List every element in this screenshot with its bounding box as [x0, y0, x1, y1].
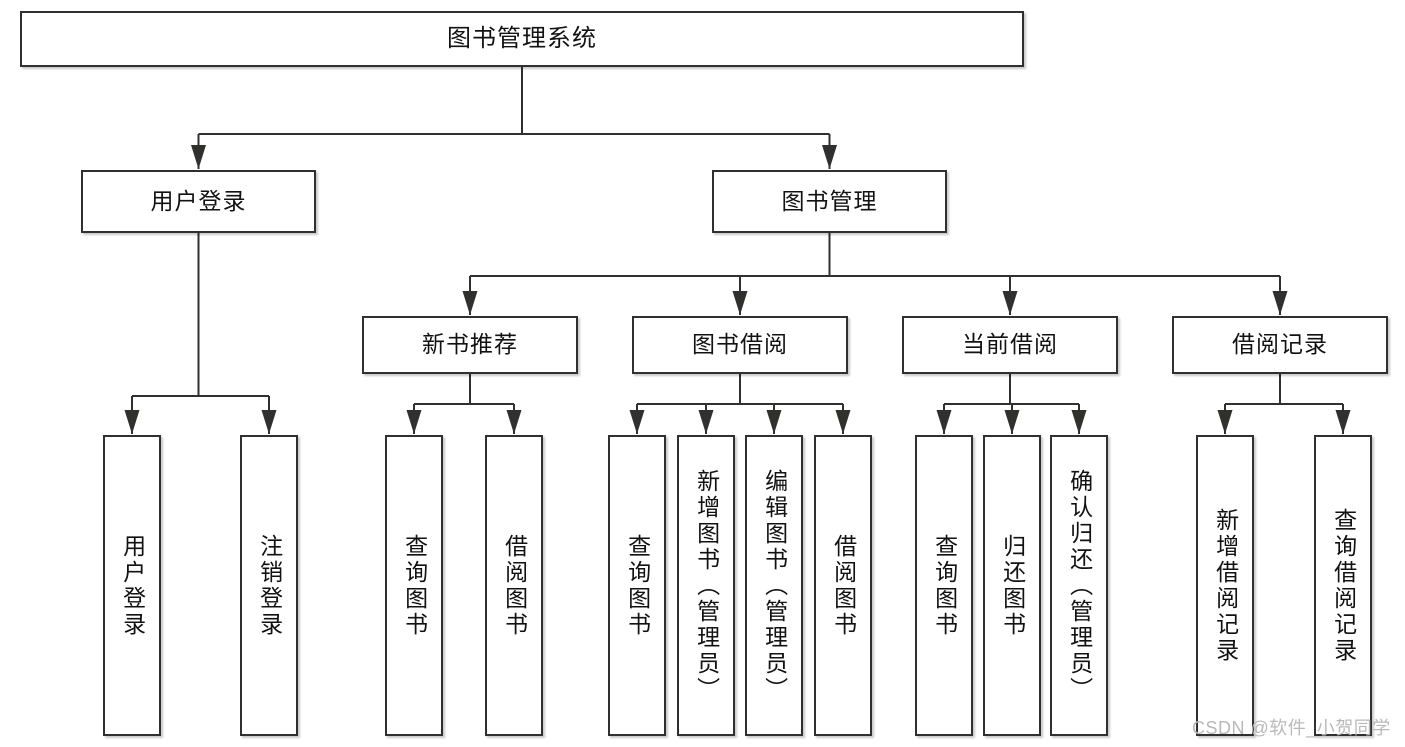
- node-label: 归还图书: [999, 533, 1026, 638]
- node-leaf-1[interactable]: 用户登录: [103, 435, 161, 736]
- node-label: 查询图书: [401, 533, 428, 638]
- node-label: 查询图书: [624, 533, 651, 638]
- node-leaf-5[interactable]: 查询图书: [608, 435, 666, 736]
- watermark-label: CSDN @软件_小贺同学: [1192, 718, 1391, 738]
- node-leaf-4[interactable]: 借阅图书: [485, 435, 543, 736]
- node-root[interactable]: 图书管理系统: [20, 11, 1024, 67]
- node-login[interactable]: 用户登录: [81, 170, 316, 233]
- node-label: 编辑图书（管理员）: [761, 468, 788, 703]
- node-leaf-3[interactable]: 查询图书: [385, 435, 443, 736]
- node-label: 用户登录: [119, 533, 146, 638]
- node-label: 查询借阅记录: [1330, 507, 1357, 664]
- node-leaf-11[interactable]: 确认归还（管理员）: [1050, 435, 1108, 736]
- node-label: 用户登录: [150, 187, 247, 214]
- node-label: 借阅图书: [830, 533, 857, 638]
- node-leaf-6[interactable]: 新增图书（管理员）: [677, 435, 735, 736]
- node-leaf-8[interactable]: 借阅图书: [814, 435, 872, 736]
- node-label: 图书管理: [781, 187, 878, 214]
- node-leaf-9[interactable]: 查询图书: [915, 435, 973, 736]
- node-label: 借阅图书: [501, 533, 528, 638]
- node-leaf-12[interactable]: 新增借阅记录: [1196, 435, 1254, 736]
- node-label: 借阅记录: [1232, 331, 1328, 358]
- node-label: 查询图书: [931, 533, 958, 638]
- node-label: 确认归还（管理员）: [1066, 468, 1093, 703]
- node-leaf-2[interactable]: 注销登录: [240, 435, 298, 736]
- node-label: 新书推荐: [422, 331, 518, 358]
- node-newbook[interactable]: 新书推荐: [362, 316, 578, 374]
- node-bookmgmt[interactable]: 图书管理: [712, 170, 947, 233]
- node-label: 图书管理系统: [447, 24, 597, 52]
- node-leaf-7[interactable]: 编辑图书（管理员）: [745, 435, 803, 736]
- node-leaf-10[interactable]: 归还图书: [983, 435, 1041, 736]
- node-label: 注销登录: [256, 533, 283, 638]
- node-leaf-13[interactable]: 查询借阅记录: [1314, 435, 1372, 736]
- node-label: 图书借阅: [692, 331, 788, 358]
- node-label: 新增图书（管理员）: [693, 468, 720, 703]
- node-label: 当前借阅: [962, 331, 1058, 358]
- node-records[interactable]: 借阅记录: [1172, 316, 1388, 374]
- node-current[interactable]: 当前借阅: [902, 316, 1118, 374]
- node-borrow[interactable]: 图书借阅: [632, 316, 848, 374]
- node-label: 新增借阅记录: [1212, 507, 1239, 664]
